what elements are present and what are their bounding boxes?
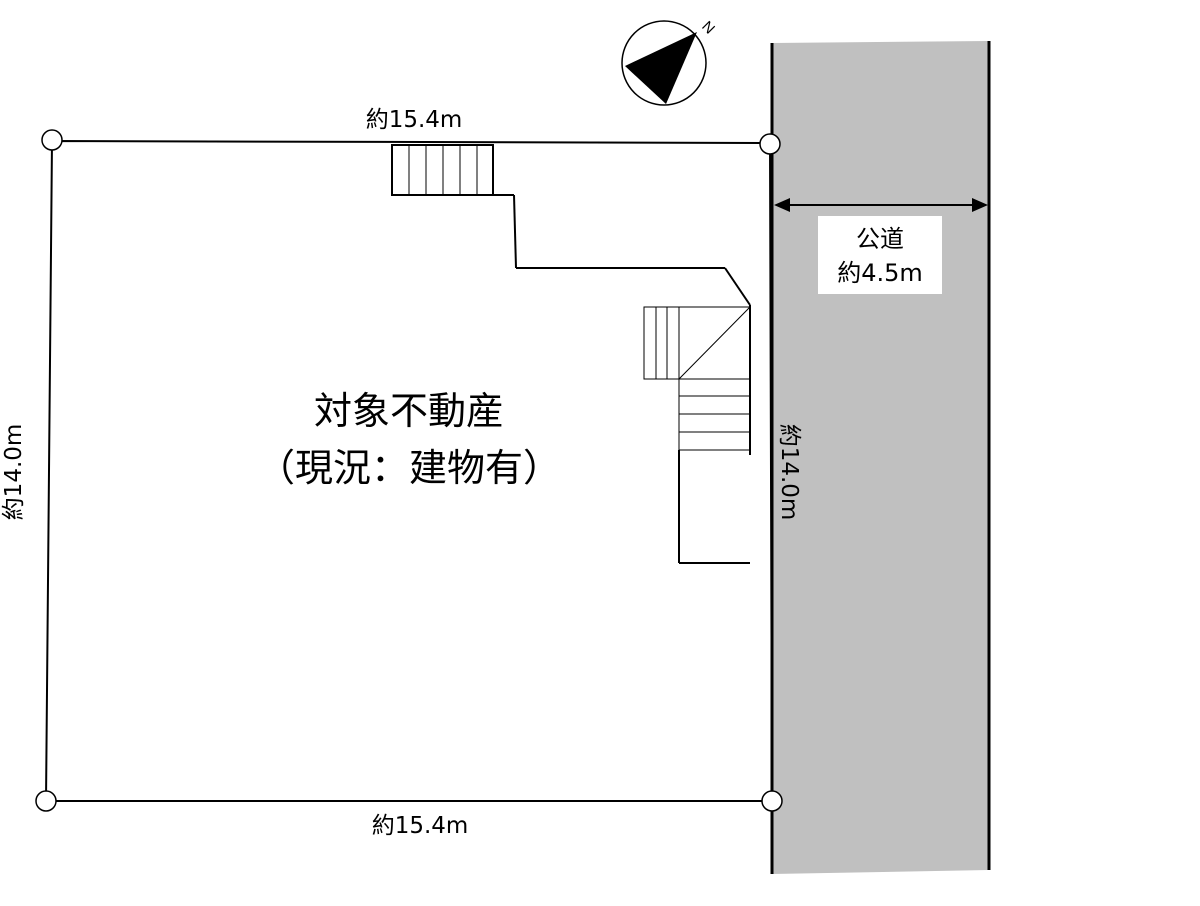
road-width-arrow <box>774 198 988 212</box>
dimension-left-label: 約14.0m <box>1 424 27 521</box>
boundary-marker-bottom-right <box>761 790 783 812</box>
building-outline <box>391 144 751 564</box>
road-name-label: 公道 <box>856 225 904 253</box>
road-width-label: 約4.5m <box>837 259 923 287</box>
dimension-right-label: 約14.0m <box>776 424 802 521</box>
boundary-marker-top-left <box>41 129 63 151</box>
road-label-box <box>818 216 942 294</box>
plot-status-label: （現況：建物有） <box>257 446 561 490</box>
plot-title-label: 対象不動産 <box>314 389 504 433</box>
top-stair-treads <box>408 145 478 195</box>
north-arrow-icon: N <box>621 18 718 106</box>
dimension-top-label: 約15.4m <box>366 107 463 133</box>
side-stair <box>643 306 751 451</box>
boundary-marker-bottom-left <box>35 790 57 812</box>
public-road-area <box>772 41 989 874</box>
north-label: N <box>698 18 718 38</box>
boundary-marker-top-right <box>759 133 781 155</box>
dimension-bottom-label: 約15.4m <box>372 813 469 839</box>
